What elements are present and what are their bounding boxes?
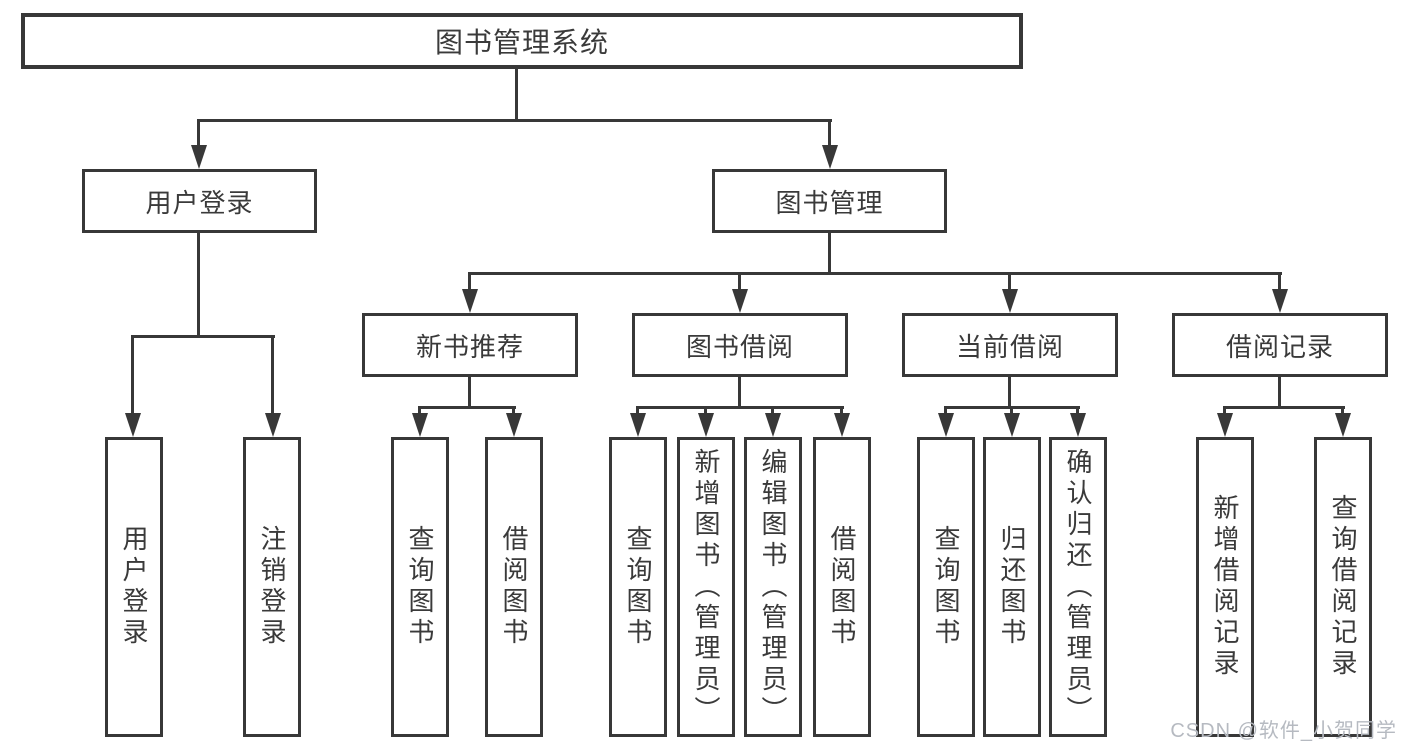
arrowhead-icon	[191, 145, 207, 169]
arrowhead-icon	[265, 413, 281, 437]
arrowhead-icon	[1272, 289, 1288, 313]
connector-line	[197, 119, 832, 122]
leaf-user-login: 用户登录	[105, 437, 163, 737]
node-book-borrow-label: 图书借阅	[685, 331, 794, 362]
arrowhead-icon	[1335, 413, 1351, 437]
node-root: 图书管理系统	[21, 13, 1023, 69]
leaf-logout: 注销登录	[243, 437, 301, 737]
connector-line	[1076, 406, 1079, 418]
connector-line	[1278, 377, 1281, 408]
connector-line	[944, 406, 947, 418]
leaf-logout-label: 注销登录	[257, 525, 287, 649]
node-user-login: 用户登录	[82, 169, 317, 233]
node-root-label: 图书管理系统	[434, 27, 609, 58]
leaf-cb-confirm-return-label: 确认归还（管理员）	[1063, 447, 1093, 727]
leaf-bb-query-books-label: 查询图书	[623, 525, 653, 649]
connector-line	[636, 406, 639, 418]
connector-line	[1010, 406, 1013, 418]
arrowhead-icon	[630, 413, 646, 437]
leaf-bb-query-books: 查询图书	[609, 437, 667, 737]
arrowhead-icon	[1070, 413, 1086, 437]
arrowhead-icon	[125, 413, 141, 437]
leaf-cb-return-books-label: 归还图书	[997, 525, 1027, 649]
node-borrow-records: 借阅记录	[1172, 313, 1388, 377]
node-current-borrow-label: 当前借阅	[955, 331, 1064, 362]
connector-line	[197, 233, 200, 337]
arrowhead-icon	[938, 413, 954, 437]
leaf-bb-edit-books-label: 编辑图书（管理员）	[758, 447, 788, 727]
connector-line	[1223, 406, 1226, 418]
connector-line	[1278, 272, 1281, 291]
leaf-nb-borrow-books-label: 借阅图书	[499, 525, 529, 649]
connector-line	[1223, 406, 1345, 409]
leaf-user-login-label: 用户登录	[119, 525, 149, 649]
arrowhead-icon	[698, 413, 714, 437]
connector-line	[1341, 406, 1344, 418]
node-book-borrow: 图书借阅	[632, 313, 848, 377]
connector-line	[738, 377, 741, 408]
node-book-management: 图书管理	[712, 169, 947, 233]
arrowhead-icon	[765, 413, 781, 437]
connector-line	[636, 406, 844, 409]
leaf-cb-return-books: 归还图书	[983, 437, 1041, 737]
connector-line	[704, 406, 707, 418]
leaf-br-add-record-label: 新增借阅记录	[1210, 494, 1240, 680]
connector-line	[468, 377, 471, 408]
csdn-watermark: CSDN @软件_小贺同学	[1170, 720, 1397, 742]
connector-line	[1008, 272, 1011, 291]
connector-line	[468, 272, 471, 291]
leaf-bb-edit-books: 编辑图书（管理员）	[744, 437, 802, 737]
connector-line	[418, 406, 516, 409]
connector-line	[197, 119, 200, 147]
leaf-bb-borrow-books: 借阅图书	[813, 437, 871, 737]
connector-line	[828, 233, 831, 274]
arrowhead-icon	[506, 413, 522, 437]
leaf-br-query-record: 查询借阅记录	[1314, 437, 1372, 737]
leaf-br-add-record: 新增借阅记录	[1196, 437, 1254, 737]
connector-line	[512, 406, 515, 418]
connector-line	[1008, 377, 1011, 408]
arrowhead-icon	[834, 413, 850, 437]
arrowhead-icon	[412, 413, 428, 437]
connector-line	[840, 406, 843, 418]
connector-line	[738, 272, 741, 291]
node-user-login-label: 用户登录	[145, 187, 254, 218]
arrowhead-icon	[1217, 413, 1233, 437]
leaf-bb-add-books: 新增图书（管理员）	[677, 437, 735, 737]
leaf-bb-add-books-label: 新增图书（管理员）	[691, 447, 721, 727]
connector-line	[131, 335, 134, 415]
leaf-cb-query-books-label: 查询图书	[931, 525, 961, 649]
arrowhead-icon	[1002, 289, 1018, 313]
leaf-bb-borrow-books-label: 借阅图书	[827, 525, 857, 649]
leaf-br-query-record-label: 查询借阅记录	[1328, 494, 1358, 680]
connector-line	[771, 406, 774, 418]
arrowhead-icon	[1004, 413, 1020, 437]
connector-line	[828, 119, 831, 147]
leaf-cb-query-books: 查询图书	[917, 437, 975, 737]
connector-line	[468, 272, 1282, 275]
connector-line	[131, 335, 275, 338]
connector-line	[418, 406, 421, 418]
node-new-book-recommend-label: 新书推荐	[415, 331, 524, 362]
arrowhead-icon	[732, 289, 748, 313]
arrowhead-icon	[822, 145, 838, 169]
leaf-cb-confirm-return: 确认归还（管理员）	[1049, 437, 1107, 737]
leaf-nb-query-books-label: 查询图书	[405, 525, 435, 649]
node-current-borrow: 当前借阅	[902, 313, 1118, 377]
node-book-management-label: 图书管理	[775, 187, 884, 218]
connector-line	[271, 335, 274, 415]
leaf-nb-borrow-books: 借阅图书	[485, 437, 543, 737]
node-borrow-records-label: 借阅记录	[1225, 331, 1334, 362]
connector-line	[515, 69, 518, 121]
arrowhead-icon	[462, 289, 478, 313]
leaf-nb-query-books: 查询图书	[391, 437, 449, 737]
node-new-book-recommend: 新书推荐	[362, 313, 578, 377]
